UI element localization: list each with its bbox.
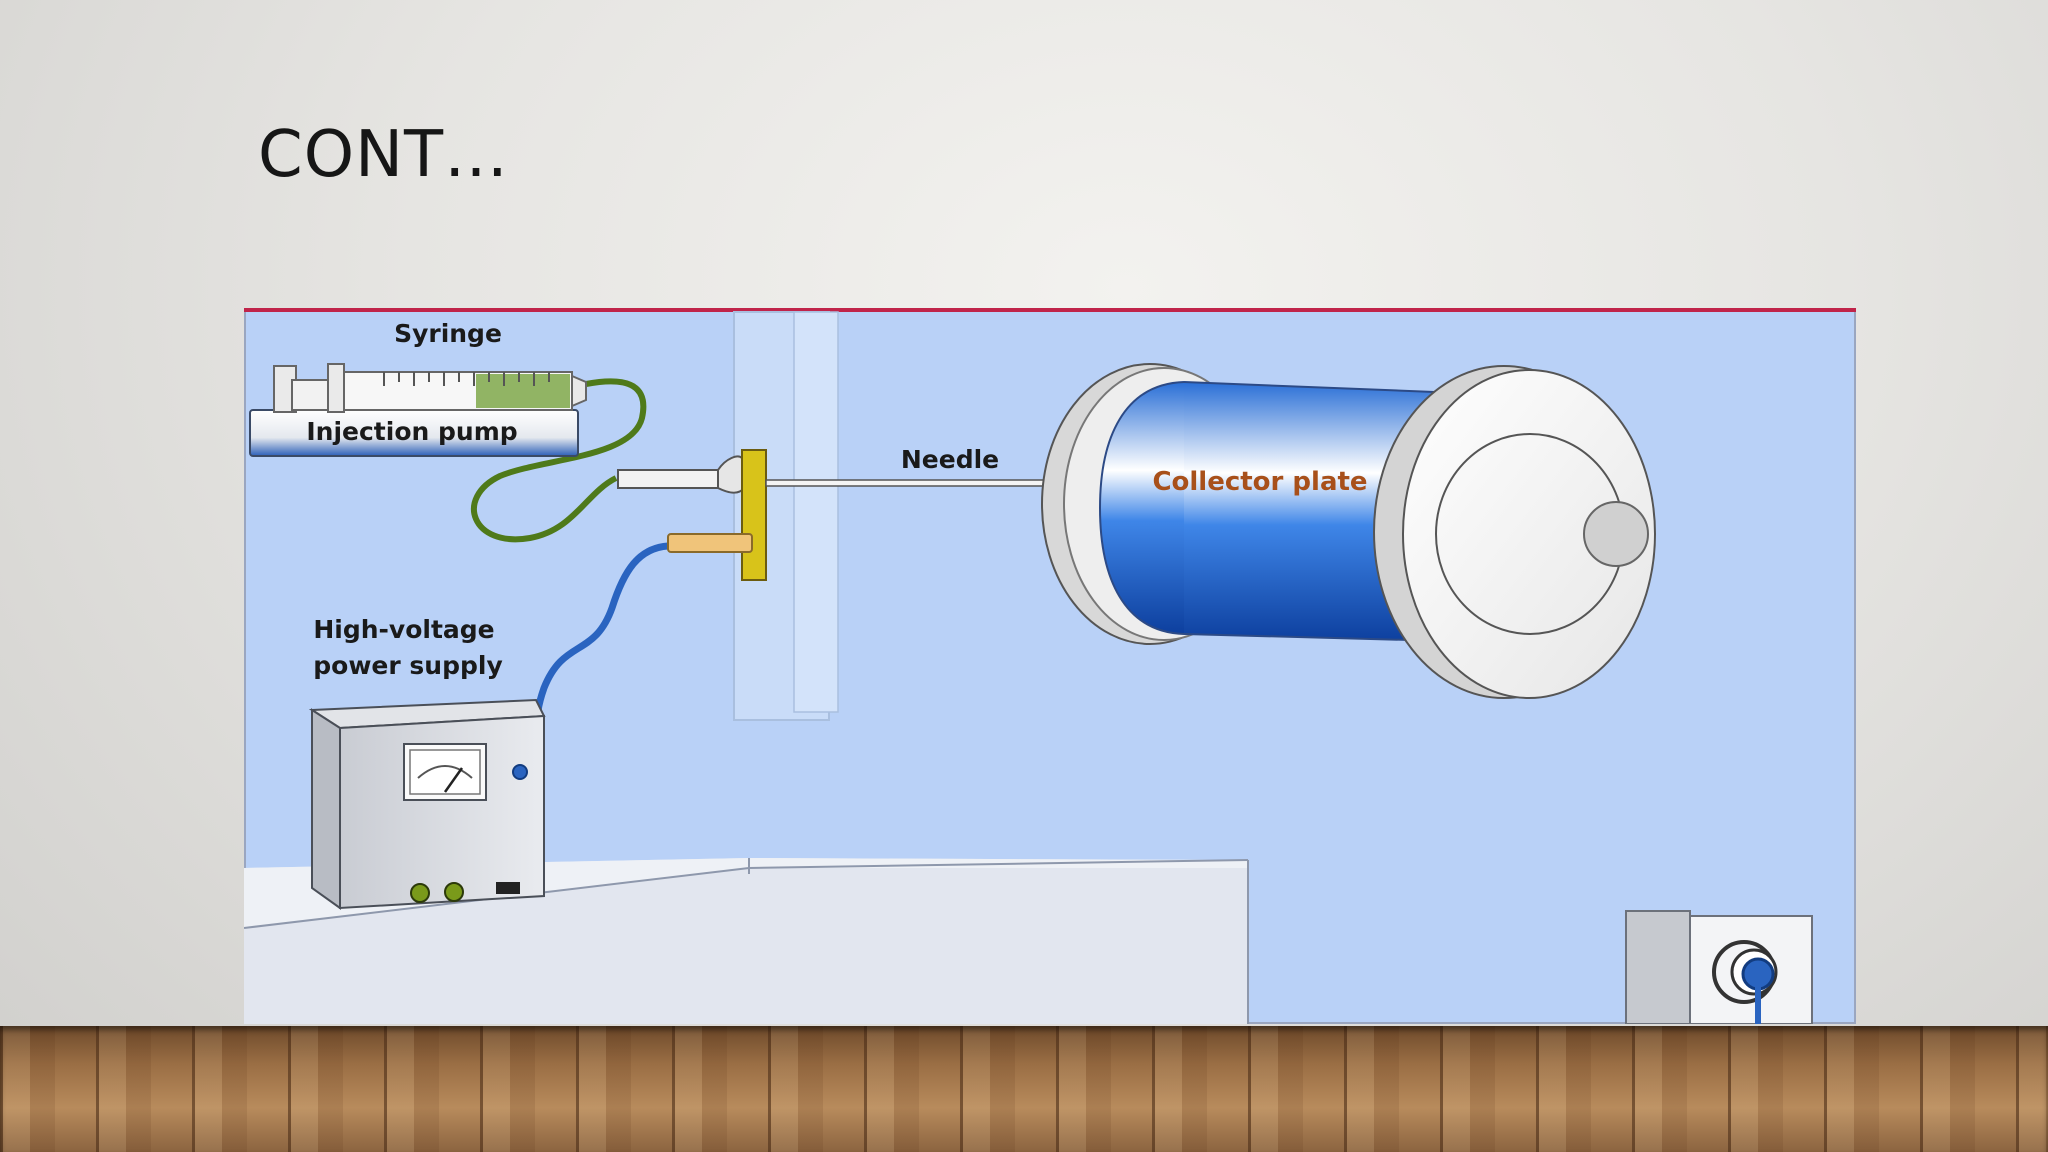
collector-plate-label: Collector plate [1152,467,1367,497]
needle-label: Needle [901,445,999,474]
collector-plate [1041,363,1656,699]
electrospinning-diagram: Injection pump Syringe Needle [244,308,1856,1024]
injection-pump-label: Injection pump [306,417,517,446]
power-indicator [512,764,528,780]
glass-stand [733,311,839,721]
terminal-knob [410,883,430,903]
power-supply [308,698,546,910]
terminal-knob [444,882,464,902]
wooden-floor [0,1026,2048,1152]
power-switch [496,882,520,894]
power-supply-label-line1: High-voltage [313,615,494,644]
syringe [273,363,587,413]
collector-axle [1583,501,1649,567]
meter-dial [409,749,481,795]
wall-outlet [1625,910,1813,1024]
slide-title: CONT… [258,118,510,192]
needle-holder [741,449,767,581]
power-supply-label-line2: power supply [313,651,503,680]
syringe-label: Syringe [394,319,502,348]
syringe-tube [470,378,647,543]
needle [765,479,1059,487]
